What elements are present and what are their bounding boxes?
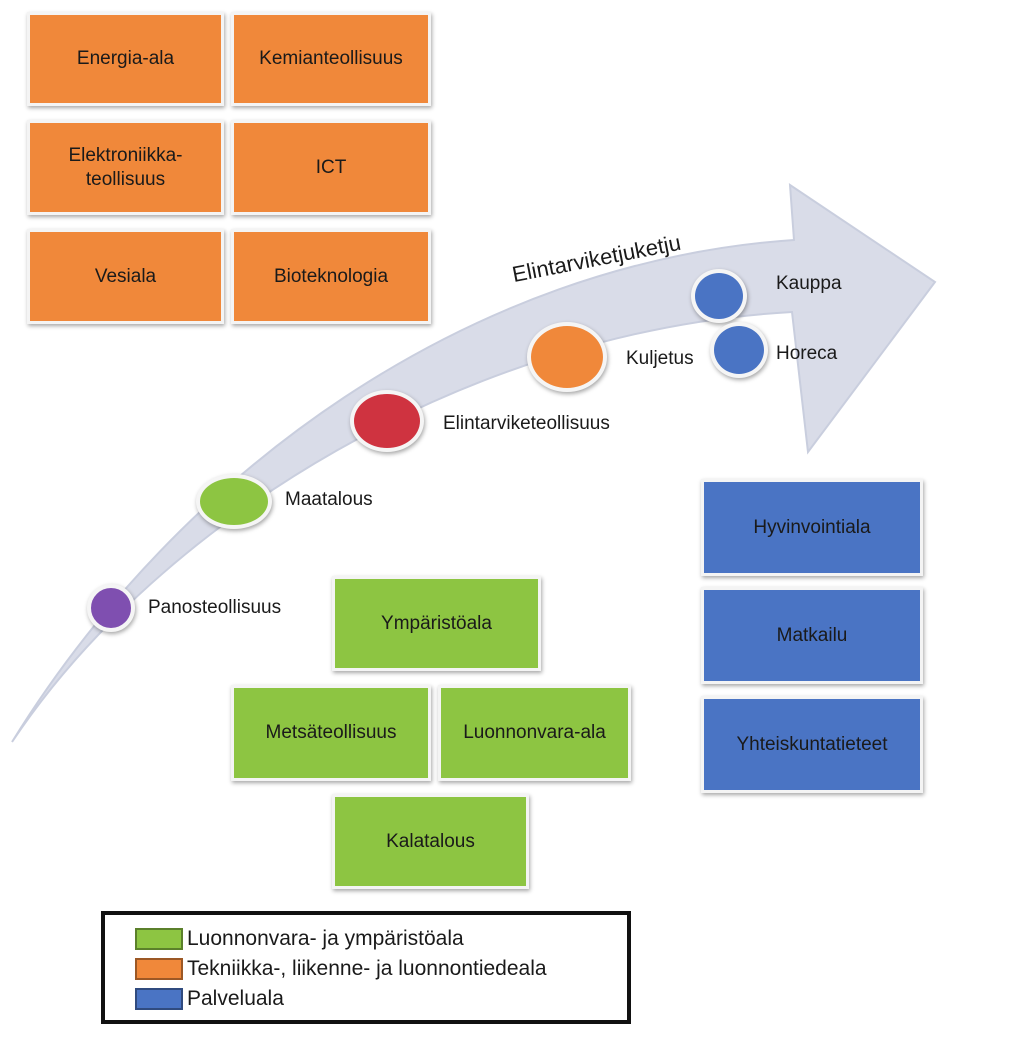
label-kuljetus: Kuljetus: [626, 348, 694, 369]
box-label: ICT: [315, 156, 347, 178]
label-kauppa: Kauppa: [776, 273, 842, 294]
box-label: Elektroniikka- teollisuus: [68, 144, 183, 190]
circle-kauppa: [691, 269, 747, 323]
box-label: Energia-ala: [76, 48, 175, 70]
legend-item-orange: Tekniikka-, liikenne- ja luonnontiedeala: [135, 957, 547, 981]
legend-label: Tekniikka-, liikenne- ja luonnontiedeala: [187, 957, 547, 980]
box-ymparistoala: Ympäristöala: [332, 576, 541, 671]
box-elektroniikkateollisuus: Elektroniikka- teollisuus: [27, 120, 224, 215]
legend-item-blue: Palveluala: [135, 987, 284, 1011]
box-label: Ympäristöala: [381, 612, 492, 634]
circle-elintarviketeollisuus: [350, 390, 424, 452]
box-vesiala: Vesiala: [27, 229, 224, 324]
circle-kuljetus: [527, 322, 607, 392]
box-hyvinvointiala: Hyvinvointiala: [701, 479, 923, 576]
box-label: Yhteiskuntatieteet: [736, 733, 888, 755]
box-label: Vesiala: [94, 265, 157, 287]
box-matkailu: Matkailu: [701, 587, 923, 684]
box-kalatalous: Kalatalous: [332, 794, 529, 889]
legend-swatch-orange: [135, 958, 183, 980]
box-label: Hyvinvointiala: [753, 516, 871, 538]
legend-swatch-green: [135, 928, 183, 950]
legend-swatch-blue: [135, 988, 183, 1010]
circle-horeca: [710, 322, 768, 378]
legend-item-green: Luonnonvara- ja ympäristöala: [135, 927, 464, 951]
label-elintarviketeollisuus: Elintarviketeollisuus: [443, 413, 610, 434]
label-horeca: Horeca: [776, 343, 838, 364]
box-bioteknologia: Bioteknologia: [231, 229, 431, 324]
box-energia-ala: Energia-ala: [27, 12, 224, 106]
box-label: Matkailu: [776, 624, 848, 646]
legend: Luonnonvara- ja ympäristöala Tekniikka-,…: [101, 911, 631, 1024]
circle-panosteollisuus: [87, 584, 135, 632]
box-label: Kalatalous: [386, 830, 475, 852]
label-panosteollisuus: Panosteollisuus: [148, 597, 282, 618]
box-kemianteollisuus: Kemianteollisuus: [231, 12, 431, 106]
legend-label: Luonnonvara- ja ympäristöala: [187, 927, 464, 950]
box-yhteiskuntatieteet: Yhteiskuntatieteet: [701, 696, 923, 793]
box-metsateollisuus: Metsäteollisuus: [231, 685, 431, 781]
box-label: Kemianteollisuus: [259, 48, 403, 70]
box-label: Metsäteollisuus: [265, 722, 397, 744]
box-luonnonvara-ala: Luonnonvara-ala: [438, 685, 631, 781]
box-ict: ICT: [231, 120, 431, 215]
legend-label: Palveluala: [187, 987, 284, 1010]
circle-maatalous: [196, 474, 272, 529]
box-label: Bioteknologia: [273, 265, 389, 287]
box-label: Luonnonvara-ala: [463, 722, 606, 744]
label-maatalous: Maatalous: [285, 489, 373, 510]
